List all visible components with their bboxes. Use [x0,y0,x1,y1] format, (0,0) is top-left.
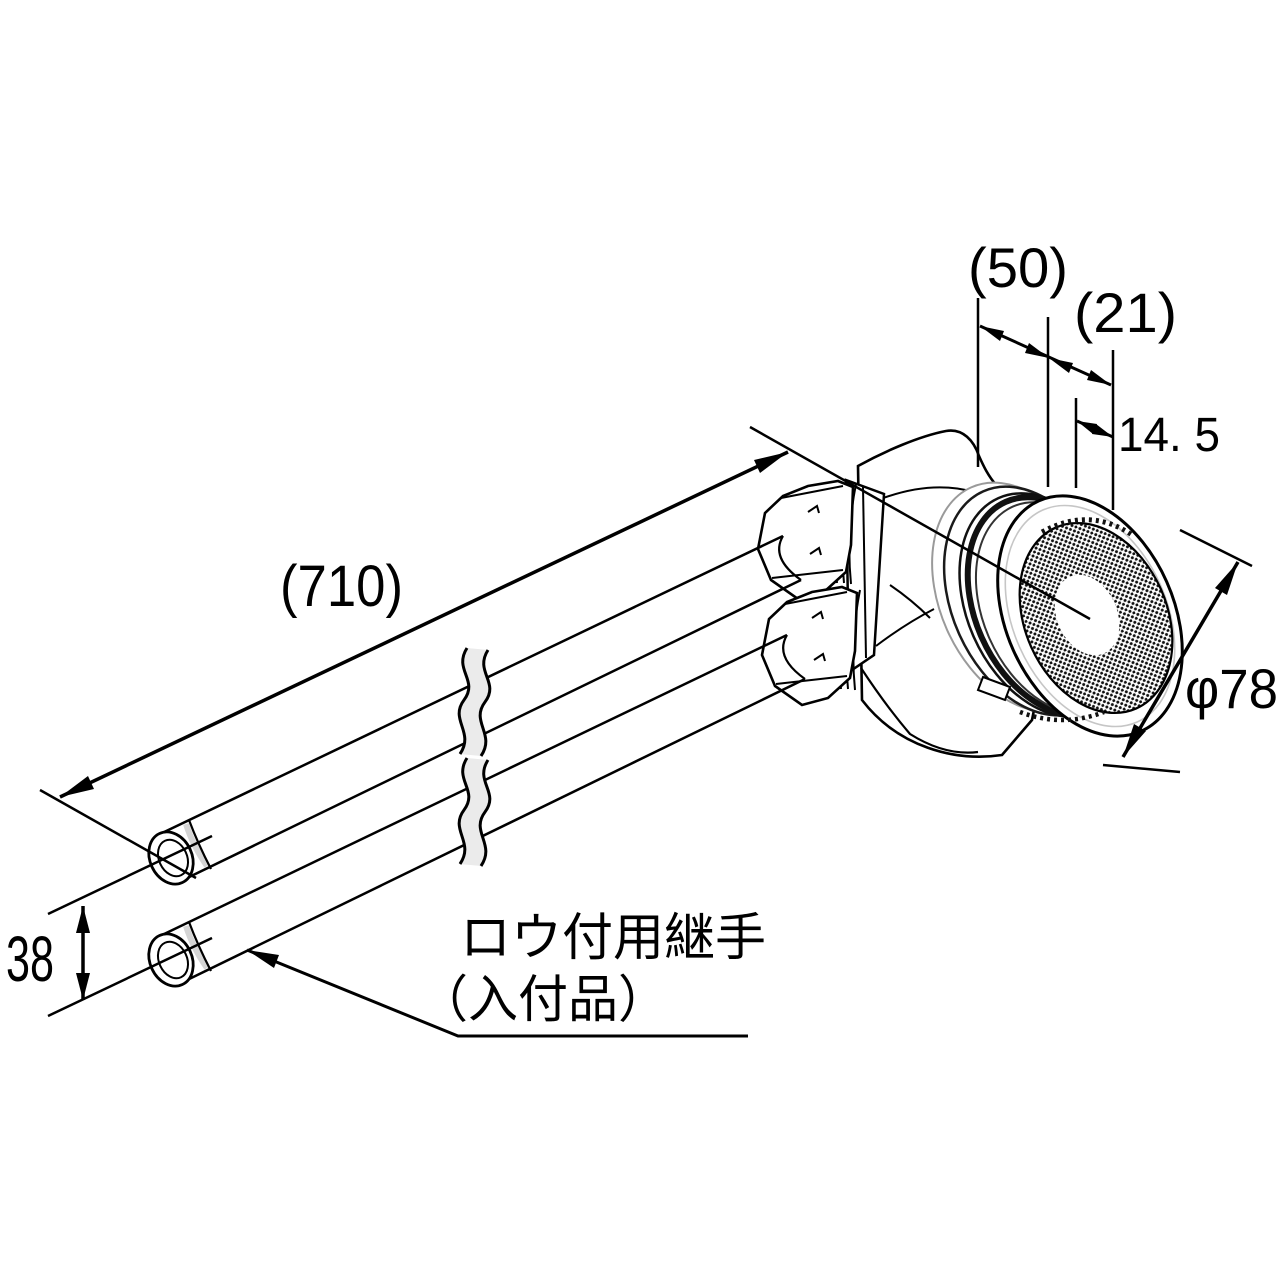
dimension-dia78: φ78 [1102,528,1278,774]
arrowhead [76,906,90,933]
flange-tab [976,675,1012,702]
dim-dia78-label: φ78 [1185,657,1278,720]
arrowhead [1087,370,1111,385]
dim-50-label: (50) [968,236,1068,299]
arrowhead [76,973,90,1000]
arrowhead [754,452,788,473]
arrowhead [1092,424,1113,437]
collar-step [187,819,212,870]
leader-line [246,948,748,1038]
extension-line-right [749,425,1091,621]
arrowhead [1049,358,1073,373]
pipe-mouth-inner [156,838,190,878]
arrowhead [247,950,279,968]
callout-solder-fitting: ロウ付用継手 （入付品） [246,909,766,1038]
break-symbol-lower [457,757,492,867]
body-bottom-edge [860,667,979,754]
dimension-38: 38 [6,834,213,1018]
pipe-bottom-edge [182,677,806,984]
nut-hole-rim [782,634,806,680]
dim-145-label: 14. 5 [1118,409,1220,462]
compression-nut-lower [760,585,859,707]
dimension-line [1121,561,1240,758]
nut-facet-top [780,485,844,499]
pipe-lower [147,633,806,988]
rim-marking-top [1040,517,1134,538]
arrowhead [1123,724,1146,757]
extension-line-top [1179,528,1253,568]
adapter-face [931,481,1184,738]
nut-facet-bottom [775,675,848,685]
pipe-bottom-edge [182,578,802,882]
nut-chamfer-mark2 [813,652,826,662]
nut-outline [760,585,859,707]
dim-21-label: (21) [1074,281,1177,344]
rim-marking-bottom [1019,709,1105,723]
collar-step [187,921,212,972]
callout-text-line1: ロウ付用継手 [460,909,766,966]
plate-front-edge [862,486,867,659]
center-hole [1054,574,1120,656]
break-symbol-upper [457,647,492,757]
body-flange-joint-line [875,608,935,647]
arrowhead [980,326,1004,341]
nut-hole-rim [778,535,802,581]
face-bezel-highlight [1004,504,1176,728]
arrowhead [60,776,94,797]
break-edge-left [457,647,471,755]
break-edge-right [478,759,492,867]
extension-line-bottom [1102,763,1181,774]
dimension-50-21-145: (50) (21) 14. 5 [968,236,1220,510]
body-highlight-line2 [889,584,931,619]
nut-outline [756,479,855,601]
arrowhead [1215,562,1238,595]
nut-chamfer-mark [807,504,820,514]
nut-facet-top [784,591,848,605]
arrowhead [1077,421,1097,434]
compression-nut-upper [756,479,855,601]
arrowhead [1025,343,1049,358]
extension-line-bottom [47,936,213,1018]
break-edge-left [457,757,471,865]
callout-text-line2: （入付品） [418,971,668,1028]
extension-line-left [39,788,197,880]
dimension-710: (710) [39,425,1091,880]
dimension-line [59,450,789,799]
dim-710-label: (710) [280,554,403,619]
pipe-mouth-inner [156,940,190,980]
nut-chamfer-mark2 [809,546,822,556]
dim-38-label: 38 [6,923,54,995]
nut-facet-bottom [771,569,844,579]
nut-chamfer-mark [811,610,824,620]
extension-line-top [47,834,213,916]
break-edge-right [478,649,492,757]
